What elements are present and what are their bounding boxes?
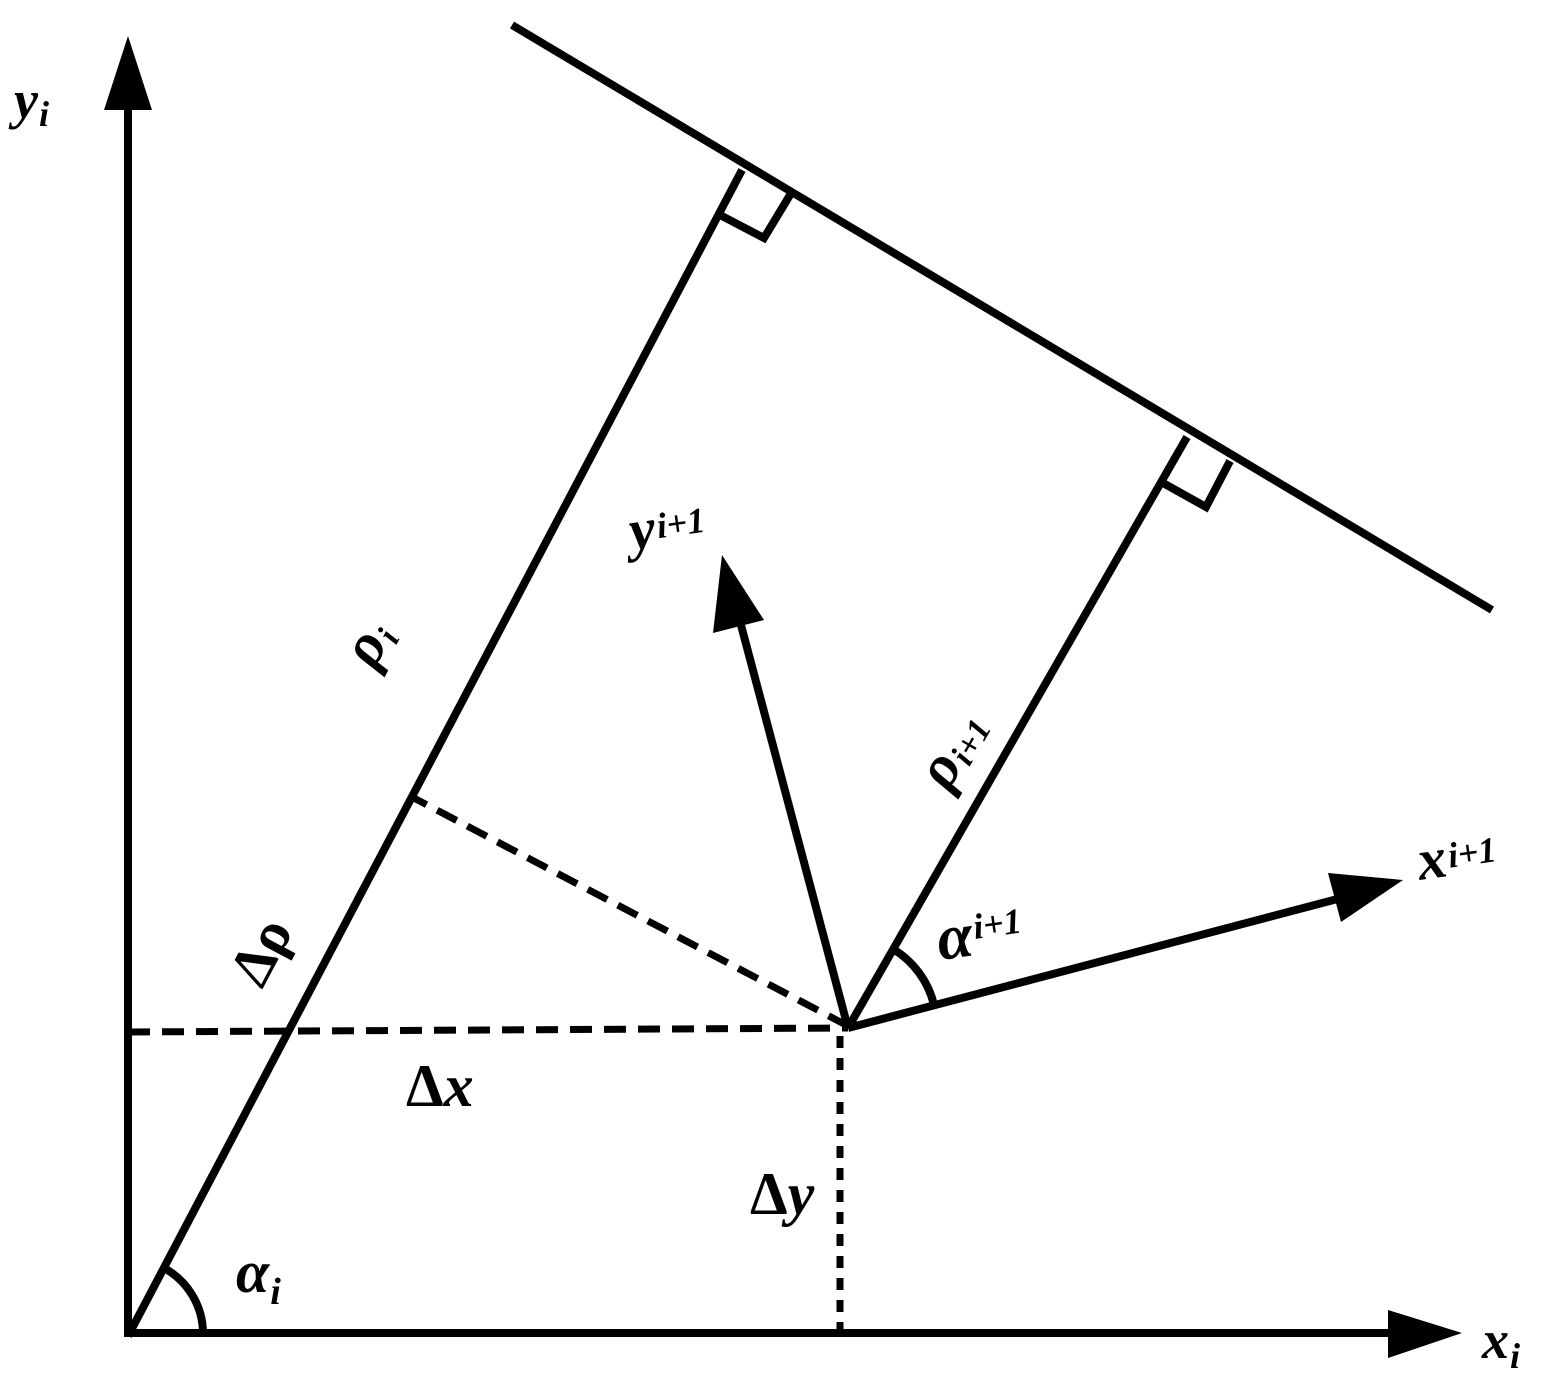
- label-y-i1: yi+1: [619, 488, 710, 564]
- label-delta-rho: Δρ: [216, 906, 305, 996]
- label-alpha-i: αi: [236, 1239, 281, 1313]
- right-angle-marker-rho-i: [718, 187, 797, 244]
- y-axis-i1-arrowhead: [713, 555, 764, 633]
- right-angle-marker-rho-i1: [1161, 459, 1234, 513]
- label-alpha-i1: αi+1: [932, 892, 1027, 974]
- label-rho-i: ρi: [326, 608, 408, 679]
- label-delta-y: Δy: [750, 1161, 815, 1227]
- observed-line: [509, 21, 1495, 614]
- x-axis-i-arrowhead: [1388, 1310, 1462, 1358]
- x-axis-i1-arrowhead: [1328, 873, 1403, 922]
- label-delta-x: Δx: [406, 1053, 474, 1119]
- angle-arc-alpha-i1: [890, 945, 938, 1007]
- y-axis-i1: [733, 608, 852, 1030]
- x-axis-i1: [846, 893, 1347, 1032]
- label-x-i1: xi+1: [1412, 817, 1501, 893]
- projection-dashed-line: [408, 792, 850, 1030]
- label-y-i: yi: [8, 70, 49, 134]
- angle-arc-alpha-i: [161, 1264, 207, 1334]
- delta-x-dashed-line: [127, 1024, 849, 1036]
- rho-i-segment: [124, 168, 746, 1338]
- y-axis-i-arrowhead: [104, 36, 152, 110]
- label-x-i: xi: [1481, 1310, 1520, 1376]
- rho-i1-segment: [844, 435, 1191, 1030]
